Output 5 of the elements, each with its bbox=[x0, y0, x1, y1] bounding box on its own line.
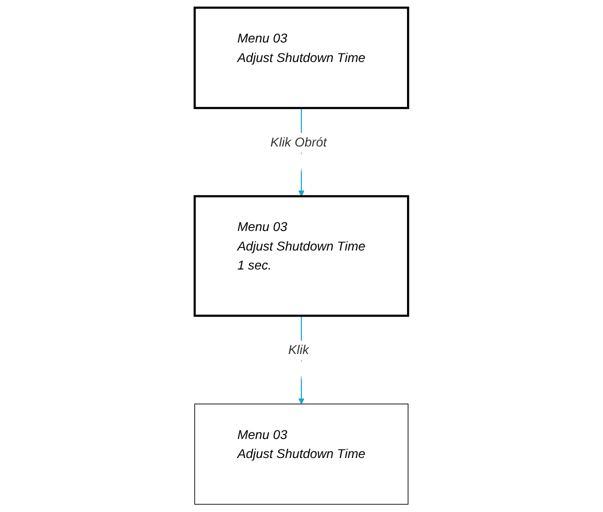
node-box: Menu 03 Adjust Shutdown Time 1 sec. bbox=[194, 195, 410, 317]
node-box: Menu 03 Adjust Shutdown Time bbox=[194, 404, 409, 505]
node-box: Menu 03 Adjust Shutdown Time bbox=[194, 6, 410, 110]
edge-label: Klik bbox=[288, 342, 309, 358]
edge-label: Klik Obrót bbox=[270, 135, 327, 150]
